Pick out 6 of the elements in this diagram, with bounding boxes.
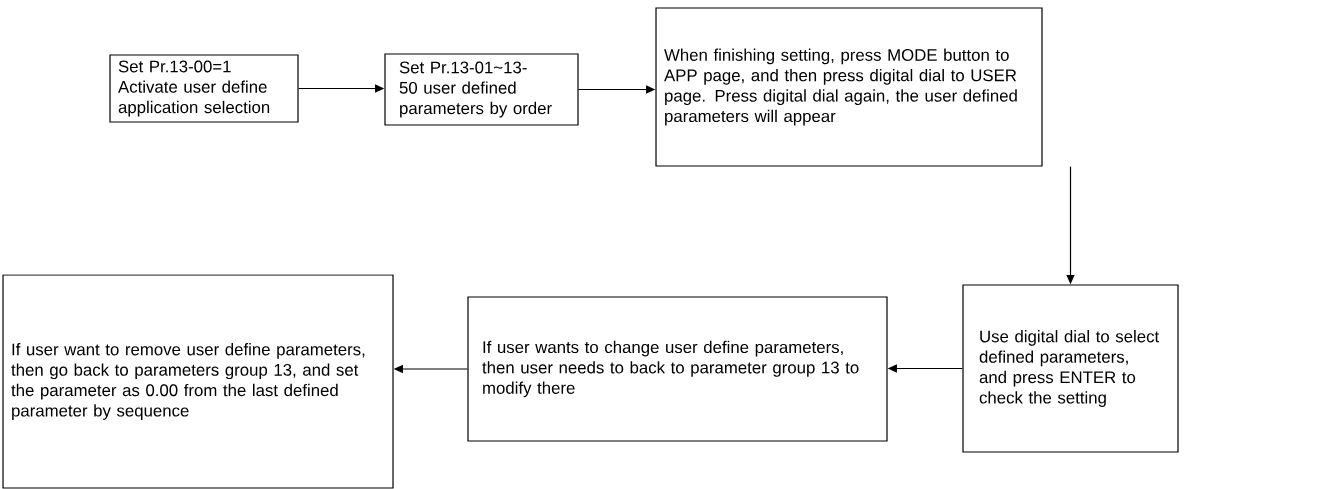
process-box: Set Pr.13-01~13-50 user defined parameters by order: [384, 53, 579, 126]
process-box: If user want to remove user define parameters, then go back to parameters group 13, and set the parameter as 0.00 from the last defined parameter by sequence: [2, 274, 394, 489]
process-box: Set Pr.13-00=1 Activate user define application selection: [109, 54, 299, 123]
process-box: When finishing setting, press MODE button to APP page, and then press digital dial to USER page. Press digital dial again, the user defined parameters will appear: [655, 7, 1043, 167]
process-box: Use digital dial to select defined parameters, and press ENTER to check the setting: [962, 284, 1179, 453]
process-box: If user wants to change user define parameters, then user needs to back to parameter group 13 to modify there: [467, 296, 888, 442]
